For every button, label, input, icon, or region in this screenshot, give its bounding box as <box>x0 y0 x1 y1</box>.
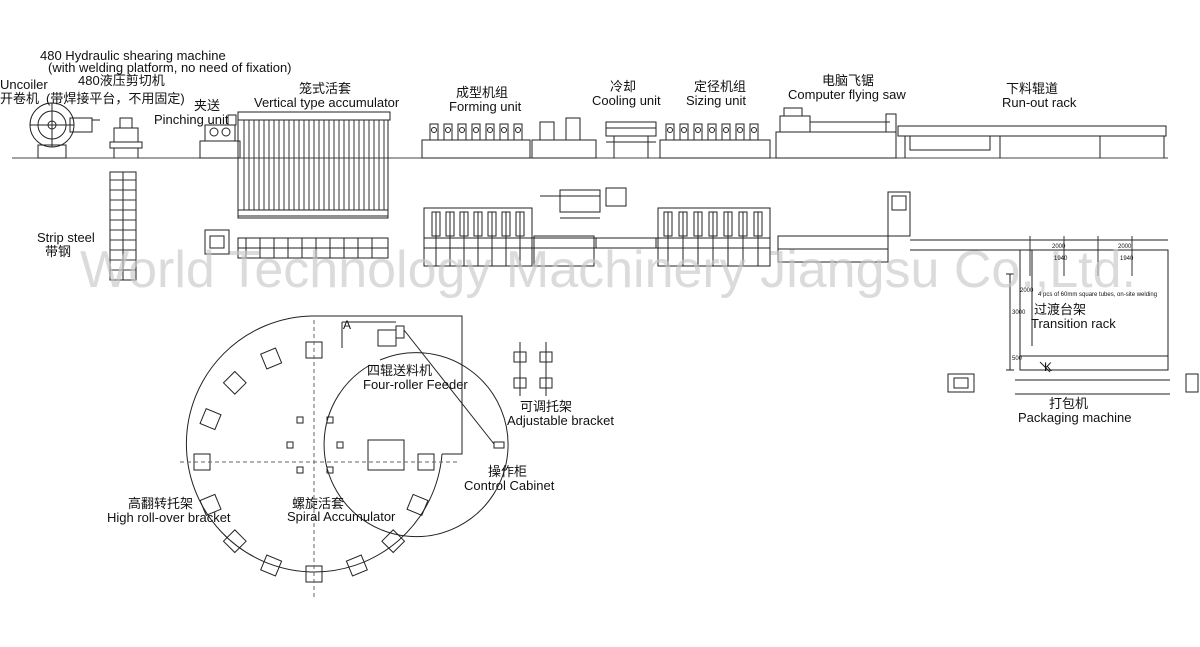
label-spiral-cn: 螺旋活套 <box>292 496 345 511</box>
label-sizing-cn: 定径机组 <box>694 79 747 94</box>
shearing-machine-elevation <box>110 118 142 158</box>
dim-3000: 3000 <box>1012 310 1026 316</box>
label-packaging-cn: 打包机 <box>1049 396 1089 411</box>
label-runout-en: Run-out rack <box>1002 95 1077 110</box>
vertical-accumulator-elevation <box>238 112 390 218</box>
spiral-accumulator-drawing <box>180 316 508 600</box>
label-bracket-en: Adjustable bracket <box>507 413 614 428</box>
label-feeder-en: Four-roller Feeder <box>363 377 468 392</box>
label-saw-en: Computer flying saw <box>788 87 906 102</box>
label-runout-cn: 下料辊道 <box>1006 81 1059 96</box>
label-shear-en: 480 Hydraulic shearing machine <box>40 48 226 63</box>
label-cooling-cn: 冷却 <box>610 79 637 94</box>
dim-1940-b: 1940 <box>1120 256 1134 262</box>
elevation-view <box>12 103 1168 218</box>
label-pinching-en: Pinching unit <box>154 112 229 127</box>
label-strip-en: Strip steel <box>37 230 95 245</box>
label-pinching-cn: 夹送 <box>194 98 221 113</box>
label-cabinet-en: Control Cabinet <box>464 478 555 493</box>
uncoiler-elevation <box>30 103 100 158</box>
plan-view <box>110 172 1198 394</box>
dim-2000-v: 2000 <box>1020 288 1034 294</box>
label-rollover-cn: 高翻转托架 <box>128 496 194 511</box>
dim-2000-b: 2000 <box>1118 244 1132 250</box>
dim-500: 500 <box>1012 356 1023 362</box>
dim-note: 4 pcs of 60mm square tubes, on-site weld… <box>1038 292 1158 298</box>
label-sizing-en: Sizing unit <box>686 93 746 108</box>
dim-2000-a: 2000 <box>1052 244 1066 250</box>
label-vert-acc-en: Vertical type accumulator <box>254 95 400 110</box>
label-transition-cn: 过渡台架 <box>1034 302 1087 317</box>
label-feeder-cn: 四辊送料机 <box>367 363 433 378</box>
dim-1940-a: 1940 <box>1054 256 1068 262</box>
label-vert-acc-cn: 笼式活套 <box>299 81 352 96</box>
label-rollover-en: High roll-over bracket <box>107 510 231 525</box>
watermark: World Technology Machinery Jiangsu Co.,L… <box>80 241 1136 299</box>
section-mark-k: K <box>1044 360 1053 374</box>
label-shear-en2: (with welding platform, no need of fixat… <box>48 60 292 75</box>
forming-unit-elevation <box>422 118 596 158</box>
sizing-unit-elevation <box>660 124 770 158</box>
label-forming-cn: 成型机组 <box>456 85 509 100</box>
section-mark-a: A <box>343 318 352 332</box>
label-platform-cn: (带焊接平台，不用固定) <box>46 91 185 106</box>
cooling-unit-elevation <box>606 122 656 158</box>
runout-rack-elevation <box>898 126 1166 158</box>
label-shear-cn: 480液压剪切机 <box>78 73 165 88</box>
label-cabinet-cn: 操作柜 <box>488 464 528 479</box>
pinching-unit-elevation <box>200 115 240 158</box>
label-packaging-en: Packaging machine <box>1018 410 1132 425</box>
label-bracket-cn: 可调托架 <box>520 399 573 414</box>
label-spiral-en: Spiral Accumulator <box>287 509 396 524</box>
label-uncoiler-cn: 开卷机 <box>0 91 40 106</box>
label-cooling-en: Cooling unit <box>592 93 661 108</box>
label-uncoiler-en: Uncoiler <box>0 77 48 92</box>
adjustable-bracket-drawing <box>514 342 552 396</box>
label-saw-cn: 电脑飞锯 <box>822 73 875 88</box>
label-forming-en: Forming unit <box>449 99 522 114</box>
label-strip-cn: 带钢 <box>45 244 72 259</box>
flying-saw-elevation <box>776 108 896 158</box>
label-transition-en: Transition rack <box>1031 316 1116 331</box>
